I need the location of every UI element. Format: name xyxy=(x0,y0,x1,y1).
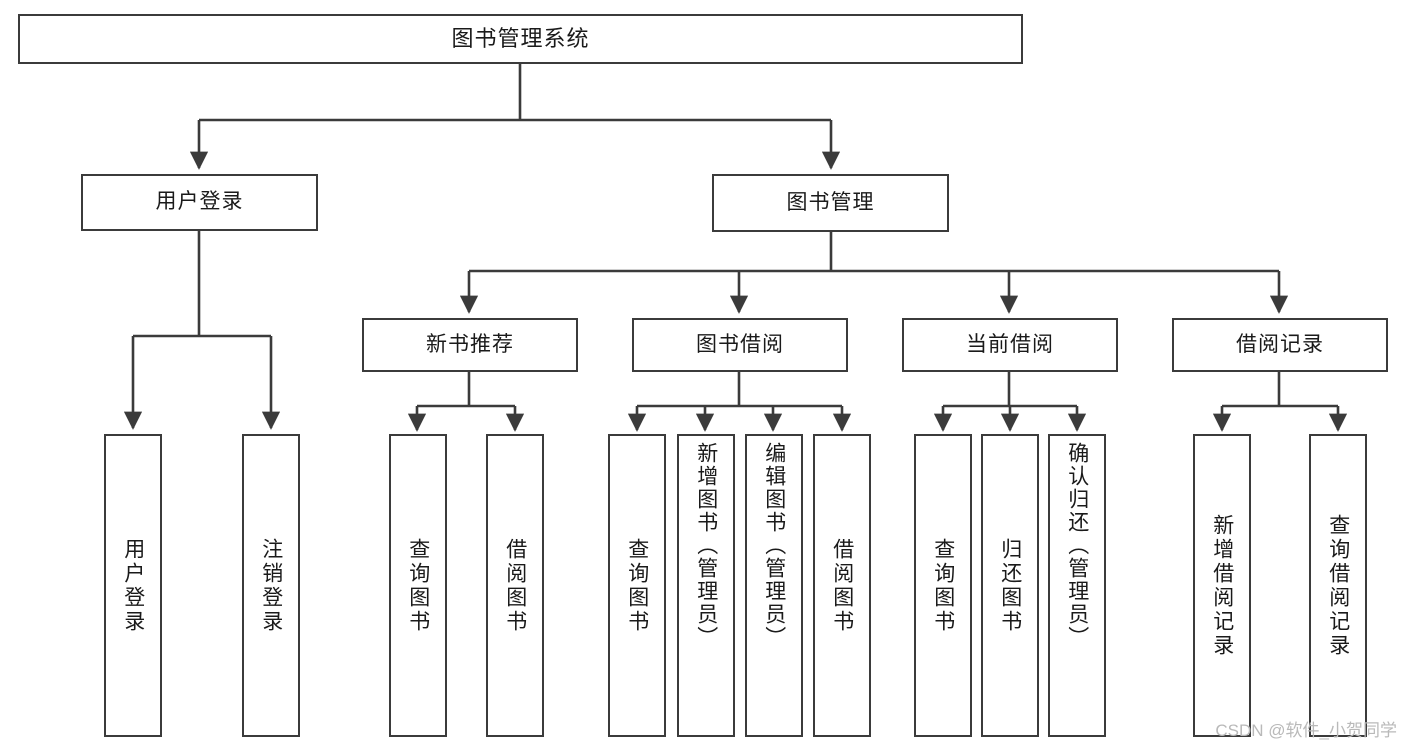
node-root-label: 图书管理系统 xyxy=(451,26,590,52)
node-leaf-current-confirm-return-label: 确认归还（管理员） xyxy=(1065,442,1089,649)
node-user-login-label: 用户登录 xyxy=(155,190,244,214)
node-leaf-logout[interactable]: 注销登录 xyxy=(242,434,300,737)
node-leaf-newbook-borrow[interactable]: 借阅图书 xyxy=(486,434,544,737)
node-user-login[interactable]: 用户登录 xyxy=(81,174,318,231)
node-current-borrow-label: 当前借阅 xyxy=(966,332,1054,356)
node-leaf-borrow-search-label: 查询图书 xyxy=(625,537,649,634)
node-new-book-recommend[interactable]: 新书推荐 xyxy=(362,318,578,372)
node-leaf-user-login-label: 用户登录 xyxy=(121,537,145,634)
node-leaf-record-add-label: 新增借阅记录 xyxy=(1210,513,1234,658)
node-book-borrow[interactable]: 图书借阅 xyxy=(632,318,848,372)
node-book-management[interactable]: 图书管理 xyxy=(712,174,949,232)
node-leaf-current-search[interactable]: 查询图书 xyxy=(914,434,972,737)
node-leaf-record-search-label: 查询借阅记录 xyxy=(1326,513,1350,658)
node-leaf-current-confirm-return[interactable]: 确认归还（管理员） xyxy=(1048,434,1106,737)
node-leaf-borrow-edit-label: 编辑图书（管理员） xyxy=(762,442,786,649)
node-leaf-record-add[interactable]: 新增借阅记录 xyxy=(1193,434,1251,737)
node-current-borrow[interactable]: 当前借阅 xyxy=(902,318,1118,372)
node-root-system[interactable]: 图书管理系统 xyxy=(18,14,1023,64)
node-leaf-newbook-search[interactable]: 查询图书 xyxy=(389,434,447,737)
node-leaf-borrow-book-label: 借阅图书 xyxy=(830,537,854,634)
node-leaf-newbook-borrow-label: 借阅图书 xyxy=(503,537,527,634)
node-leaf-borrow-add-label: 新增图书（管理员） xyxy=(694,442,718,649)
node-leaf-record-search[interactable]: 查询借阅记录 xyxy=(1309,434,1367,737)
node-leaf-borrow-search[interactable]: 查询图书 xyxy=(608,434,666,737)
node-borrow-records-label: 借阅记录 xyxy=(1236,332,1324,356)
node-leaf-logout-label: 注销登录 xyxy=(259,537,283,634)
node-leaf-current-return[interactable]: 归还图书 xyxy=(981,434,1039,737)
node-leaf-borrow-edit[interactable]: 编辑图书（管理员） xyxy=(745,434,803,737)
node-leaf-current-return-label: 归还图书 xyxy=(998,537,1022,634)
node-new-book-recommend-label: 新书推荐 xyxy=(426,332,514,356)
node-leaf-borrow-book[interactable]: 借阅图书 xyxy=(813,434,871,737)
node-book-management-label: 图书管理 xyxy=(786,190,875,214)
node-leaf-current-search-label: 查询图书 xyxy=(931,537,955,634)
node-leaf-newbook-search-label: 查询图书 xyxy=(406,537,430,634)
node-leaf-user-login[interactable]: 用户登录 xyxy=(104,434,162,737)
node-book-borrow-label: 图书借阅 xyxy=(696,332,784,356)
node-borrow-records[interactable]: 借阅记录 xyxy=(1172,318,1388,372)
node-leaf-borrow-add[interactable]: 新增图书（管理员） xyxy=(677,434,735,737)
